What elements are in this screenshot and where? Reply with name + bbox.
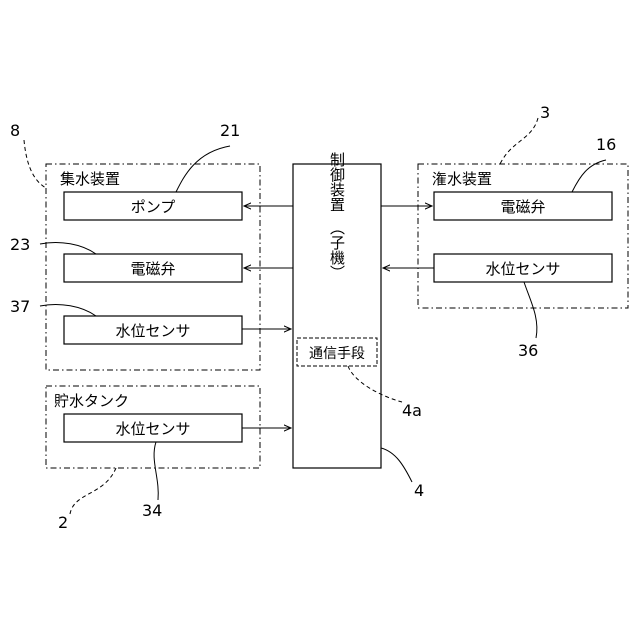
tank-level-sensor-label: 水位センサ bbox=[115, 420, 190, 438]
leader-8 bbox=[24, 140, 46, 188]
ref-4: 4 bbox=[414, 481, 424, 500]
ref-4a: 4a bbox=[402, 401, 422, 420]
ref-8: 8 bbox=[10, 121, 20, 140]
ref-3: 3 bbox=[540, 103, 550, 122]
ref-16: 16 bbox=[596, 135, 616, 154]
leader-34 bbox=[154, 442, 158, 500]
ref-2: 2 bbox=[58, 513, 68, 532]
level-sensor-right-label: 水位センサ bbox=[485, 260, 560, 278]
level-sensor-left-label: 水位センサ bbox=[115, 322, 190, 340]
ref-23: 23 bbox=[10, 235, 30, 254]
leader-16 bbox=[572, 160, 606, 192]
controller-label: 制御装置 bbox=[328, 152, 346, 212]
comm-means-label: 通信手段 bbox=[309, 346, 365, 362]
leader-23 bbox=[40, 242, 96, 254]
pump-label: ポンプ bbox=[131, 198, 176, 216]
leader-37 bbox=[40, 304, 96, 316]
collection-device-label: 集水装置 bbox=[60, 170, 120, 188]
valve-right-label: 電磁弁 bbox=[500, 198, 545, 216]
ref-21: 21 bbox=[220, 121, 240, 140]
valve-left-label: 電磁弁 bbox=[130, 260, 175, 278]
leader-4 bbox=[381, 448, 412, 482]
controller-sub-label: （子機） bbox=[328, 220, 346, 280]
ref-34: 34 bbox=[142, 501, 162, 520]
leader-2 bbox=[70, 468, 116, 514]
ref-37: 37 bbox=[10, 297, 30, 316]
irrigation-device-label: 潅水装置 bbox=[432, 170, 492, 188]
leader-21 bbox=[176, 146, 230, 192]
leader-36 bbox=[524, 282, 537, 338]
leader-3 bbox=[500, 118, 538, 164]
ref-36: 36 bbox=[518, 341, 538, 360]
water-tank-label: 貯水タンク bbox=[54, 392, 129, 410]
